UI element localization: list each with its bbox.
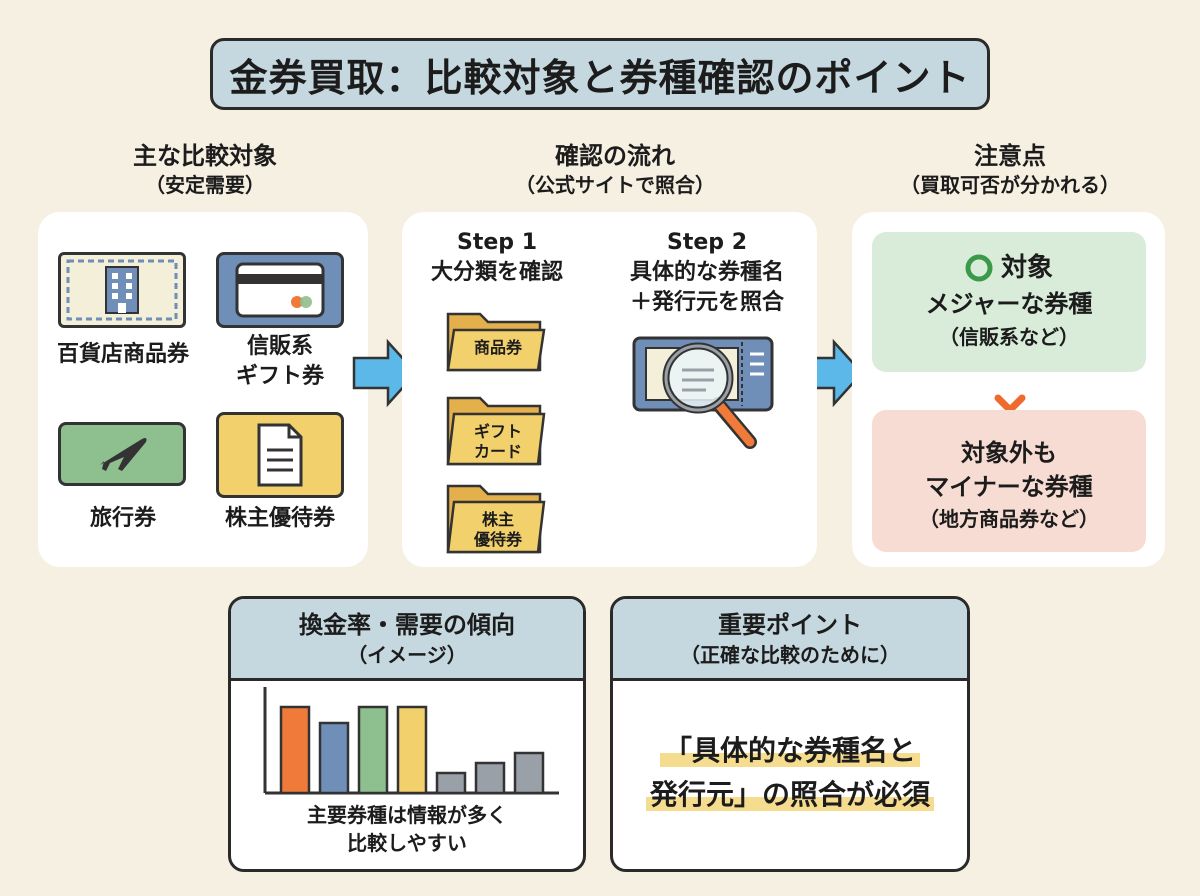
page-title: 金券買取：比較対象と券種確認のポイント xyxy=(210,38,990,110)
point-card-message: 「具体的な券種名と 発行元」の照合が必須 xyxy=(613,729,967,817)
step1-title: Step 1 xyxy=(457,230,537,255)
rate-card-subheading: （イメージ） xyxy=(347,643,467,667)
folder-gift-cert: 商品券 xyxy=(444,304,548,376)
shareholder-ticket xyxy=(216,412,344,498)
notes-subheading: （買取可否が分かれる） xyxy=(900,173,1120,197)
chart-bar xyxy=(279,705,311,795)
folder-icon xyxy=(446,484,546,554)
circle-ok-icon xyxy=(965,254,993,282)
rate-card: 換金率・需要の傾向 （イメージ） 主要券種は情報が多く 比較しやすい xyxy=(228,596,586,872)
chart-bar xyxy=(396,705,428,795)
folder-gift-card: ギフト カード xyxy=(444,390,548,470)
rate-card-heading: 換金率・需要の傾向 xyxy=(299,611,515,639)
ok-line1: メジャーな券種 xyxy=(925,290,1093,318)
airplane-icon xyxy=(100,438,147,471)
ng-line2: マイナーな券種 xyxy=(925,473,1093,501)
notes-heading-group: 注意点 （買取可否が分かれる） xyxy=(855,140,1165,198)
chart-bar xyxy=(513,751,545,795)
ng-line1: 対象外も xyxy=(961,439,1057,467)
chart-bar xyxy=(435,771,467,795)
point-card-heading: 重要ポイント xyxy=(718,611,862,639)
folder-icon xyxy=(446,396,546,466)
compare-panel: 百貨店商品券 信販系 ギフト券 旅行券 株主優待券 xyxy=(38,212,368,567)
document-icon xyxy=(257,423,303,487)
rate-card-caption: 主要券種は情報が多く 比較しやすい xyxy=(307,803,507,855)
point-card: 重要ポイント （正確な比較のために） 「具体的な券種名と 発行元」の照合が必須 xyxy=(610,596,970,872)
notes-panel: 対象 メジャーな券種 （信販系など） 対象外も マイナーな券種 （地方商品券など… xyxy=(852,212,1165,567)
travel-ticket xyxy=(58,422,186,486)
point-card-header: 重要ポイント （正確な比較のために） xyxy=(613,599,967,681)
step2-title: Step 2 xyxy=(667,230,747,255)
ok-box: 対象 メジャーな券種 （信販系など） xyxy=(872,232,1146,372)
notes-heading: 注意点 xyxy=(974,142,1046,170)
flow-heading-group: 確認の流れ （公式サイトで照合） xyxy=(410,140,820,198)
folder-label: ギフト カード xyxy=(473,422,522,461)
item-department-store-label: 百貨店商品券 xyxy=(56,342,189,367)
item-travel-label: 旅行券 xyxy=(89,506,156,531)
ok-mark-row: 対象 xyxy=(872,250,1146,286)
flow-heading: 確認の流れ xyxy=(555,142,675,170)
chart-bar xyxy=(318,721,350,795)
credit-gift-ticket xyxy=(216,252,344,328)
department-store-ticket xyxy=(58,252,186,328)
ok-mark-label: 対象 xyxy=(1000,253,1053,283)
flow-panel: Step 1 大分類を確認 Step 2 具体的な券種名 ＋発行元を照合 商品券… xyxy=(402,212,817,567)
demand-bar-chart xyxy=(263,687,559,795)
credit-card-icon xyxy=(235,262,325,318)
folder-label: 株主 優待券 xyxy=(473,510,522,549)
rate-card-header: 換金率・需要の傾向 （イメージ） xyxy=(231,599,583,681)
folder-shareholder: 株主 優待券 xyxy=(444,478,548,558)
flow-subheading: （公式サイトで照合） xyxy=(515,173,715,197)
step1-desc: 大分類を確認 xyxy=(430,260,563,285)
ok-line2: （信販系など） xyxy=(939,325,1079,349)
building-icon xyxy=(66,259,178,321)
point-card-subheading: （正確な比較のために） xyxy=(680,643,900,667)
item-shareholder-label: 株主優待券 xyxy=(224,506,335,531)
chart-bar xyxy=(357,705,389,795)
item-credit-gift-label: 信販系 ギフト券 xyxy=(235,334,324,389)
folder-icon xyxy=(446,312,546,372)
step2-desc: 具体的な券種名 ＋発行元を照合 xyxy=(629,260,784,315)
compare-heading: 主な比較対象 xyxy=(133,142,277,170)
ng-box: 対象外も マイナーな券種 （地方商品券など） xyxy=(872,410,1146,552)
compare-subheading: （安定需要） xyxy=(145,173,265,197)
compare-heading-group: 主な比較対象 （安定需要） xyxy=(40,140,370,198)
magnifier-ticket-icon xyxy=(632,336,774,449)
chart-bar xyxy=(474,761,506,795)
folder-label: 商品券 xyxy=(473,338,522,357)
ng-line3: （地方商品券など） xyxy=(919,507,1099,531)
